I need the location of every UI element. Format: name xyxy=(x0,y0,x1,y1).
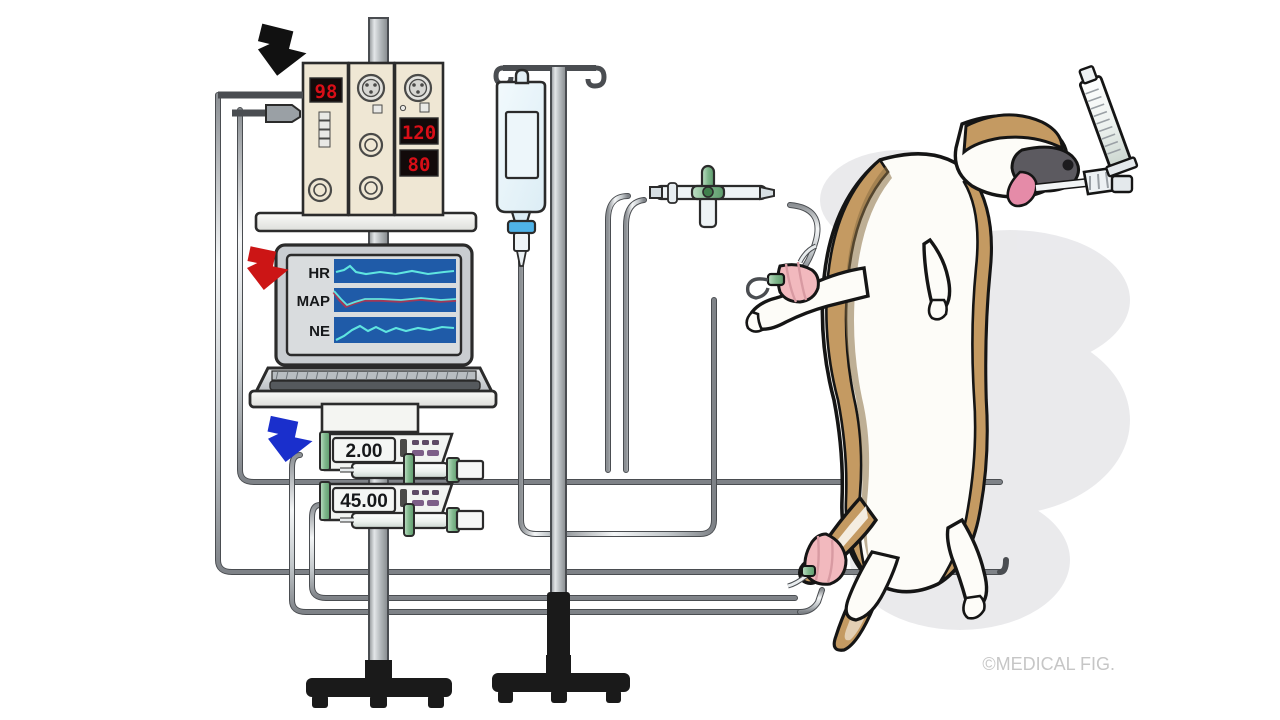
laptop-trend-display[interactable]: HR MAP NE xyxy=(248,243,498,409)
dog-flank-right xyxy=(938,174,993,584)
forelimb-catheter[interactable] xyxy=(745,243,820,304)
syringe-pump-stack[interactable]: 2.00 xyxy=(319,402,485,537)
ne-trace-label: NE xyxy=(309,323,330,340)
pump-lower-value: 45.00 xyxy=(340,491,388,512)
pump-lower-led-bar xyxy=(400,489,407,507)
pump-upper-syringe-flange xyxy=(455,459,485,481)
dog-forepaw-left xyxy=(745,310,764,333)
three-way-stopcock[interactable] xyxy=(649,164,775,229)
pump-upper-value: 2.00 xyxy=(346,441,383,462)
pump-lower-syringe xyxy=(340,503,485,537)
spo2-indicator-stack xyxy=(318,111,331,148)
figure-credit: ©MEDICAL FIG. xyxy=(982,654,1115,674)
systolic-display xyxy=(399,117,439,145)
forelimb-catheter-hub[interactable] xyxy=(766,272,786,287)
stopcock-pivot xyxy=(702,186,714,198)
tubing-network xyxy=(215,92,1009,615)
pump-lower-plunger-grip[interactable] xyxy=(403,503,415,537)
equipment-pole-base xyxy=(306,660,452,708)
hindlimb-catheter[interactable] xyxy=(787,532,848,589)
iv-bag-label xyxy=(504,110,540,180)
diastolic-display xyxy=(399,149,439,177)
et-tube-syringe xyxy=(1078,65,1139,178)
spo2-module[interactable]: 98 xyxy=(301,61,350,217)
laptop-touch-strip[interactable] xyxy=(269,380,481,391)
dog-nose xyxy=(1062,159,1074,171)
pump-mount-bracket xyxy=(320,402,420,434)
syringe-pump-lower[interactable]: 45.00 xyxy=(319,481,485,537)
hr-trace-row: HR xyxy=(308,259,456,283)
iv-pole xyxy=(492,65,630,703)
pump-upper-clamp[interactable] xyxy=(319,431,331,471)
iv-pole-base xyxy=(492,655,630,703)
vital-signs-monitor-rack[interactable]: 98 xyxy=(218,61,478,233)
dog-hindpaw-left xyxy=(844,550,901,622)
pump-upper-led-bar xyxy=(400,439,407,457)
black-arrow xyxy=(257,23,307,76)
ecg-module[interactable] xyxy=(347,61,396,217)
pump-upper-syringe xyxy=(340,453,485,487)
map-trace-label: MAP xyxy=(297,293,330,310)
blue-arrow xyxy=(267,415,313,462)
pump-lower-keypad[interactable] xyxy=(412,490,439,506)
spo2-value: 98 xyxy=(315,81,338,103)
laptop-keyboard[interactable] xyxy=(253,366,495,394)
ne-trace-row: NE xyxy=(309,317,456,343)
syringe-pump-upper[interactable]: 2.00 xyxy=(319,431,485,487)
dog-tongue xyxy=(1006,170,1038,208)
pump-lower-syringe-flange xyxy=(455,509,485,531)
iv-drip-chamber xyxy=(513,232,530,252)
spo2-display xyxy=(309,77,343,103)
iv-bag-port[interactable] xyxy=(506,219,537,235)
forelimb-catheter-loop xyxy=(745,277,770,300)
systolic-value: 120 xyxy=(402,122,436,144)
hr-trace-label: HR xyxy=(308,265,330,282)
red-arrow xyxy=(246,246,289,290)
et-tube-port[interactable] xyxy=(1110,174,1134,194)
iv-infusion-set[interactable] xyxy=(495,68,547,267)
hindlimb-catheter-hub[interactable] xyxy=(801,565,816,577)
sensor-plug xyxy=(265,104,301,123)
blood-pressure-module[interactable]: 120 80 xyxy=(393,61,445,217)
monitor-sensor-cables xyxy=(218,91,303,123)
diastolic-value: 80 xyxy=(408,154,431,176)
dog-ear xyxy=(962,113,1064,156)
dog-forepaw-right xyxy=(927,298,948,321)
map-trace-row: MAP xyxy=(297,288,457,312)
pump-lower-clamp[interactable] xyxy=(319,481,331,521)
pump-upper-plunger-grip[interactable] xyxy=(403,453,415,487)
dog-hindpaw-right xyxy=(962,594,986,620)
pump-upper-keypad[interactable] xyxy=(412,440,439,456)
iv-bag-hanger xyxy=(514,68,530,85)
endotracheal-tube[interactable] xyxy=(1035,63,1139,196)
